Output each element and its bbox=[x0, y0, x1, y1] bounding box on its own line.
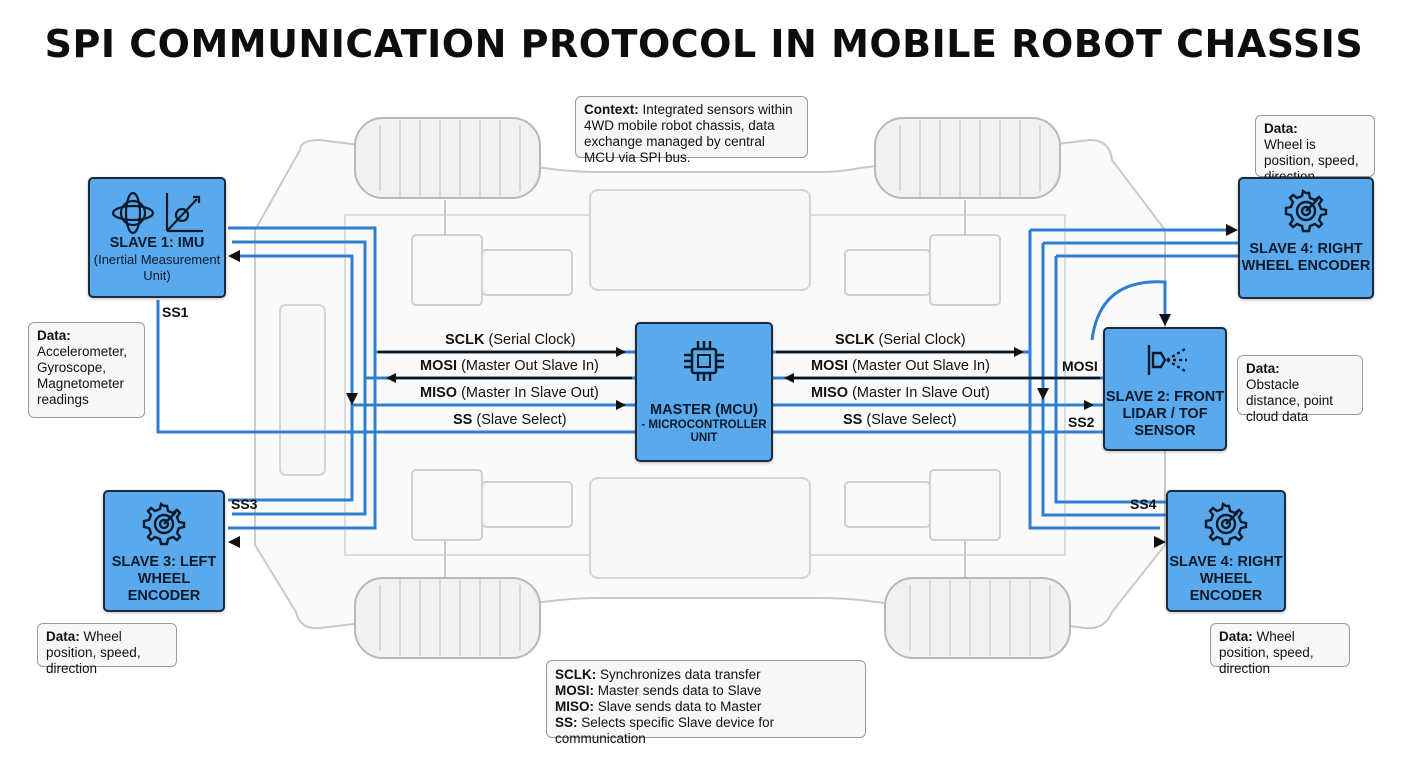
lidar-title: SLAVE 2: FRONT LIDAR / TOF SENSOR bbox=[1105, 389, 1225, 439]
left-encoder-data-label: Data: bbox=[46, 629, 80, 644]
right-encoder-top-data-text: Wheel is position, speed, direction bbox=[1264, 137, 1359, 184]
signal-legend: SCLK: Synchronizes data transfer MOSI: M… bbox=[546, 660, 866, 746]
wheel-front-right bbox=[874, 117, 1061, 199]
mosi-label-left: MOSI (Master Out Slave In) bbox=[420, 358, 599, 374]
legend-item: SCLK: Synchronizes data transfer bbox=[555, 667, 761, 682]
left-encoder-data-note: Data: Wheel position, speed, direction bbox=[37, 623, 177, 676]
legend-item: MOSI: Master sends data to Slave bbox=[555, 683, 762, 698]
gear-target-icon bbox=[1284, 189, 1328, 233]
miso-label-left: MISO (Master In Slave Out) bbox=[420, 385, 599, 401]
bus-line-right-3 bbox=[1054, 256, 1170, 504]
wheels bbox=[354, 117, 1071, 659]
sclk-label-right: SCLK (Serial Clock) bbox=[835, 332, 966, 348]
lidar-mosi-label: MOSI bbox=[1062, 358, 1098, 374]
context-label: Context: bbox=[584, 102, 639, 117]
legend-item: SS: Selects specific Slave device for co… bbox=[555, 715, 775, 746]
left-encoder-data-text: Wheel position, speed, direction bbox=[46, 629, 141, 676]
master-title: MASTER (MCU) bbox=[650, 402, 758, 418]
imu-data-note: Data: Accelerometer, Gyroscope, Magnetom… bbox=[28, 322, 145, 418]
slave-right-encoder-bottom-node[interactable]: SLAVE 4: RIGHT WHEEL ENCODER bbox=[1166, 490, 1286, 612]
lidar-data-label: Data: bbox=[1246, 361, 1280, 376]
ss1-line bbox=[156, 300, 635, 434]
ss-label-right: SS (Slave Select) bbox=[843, 412, 957, 428]
gear-target-icon bbox=[142, 502, 186, 546]
right-encoder-bottom-data-text: Wheel position, speed, direction bbox=[1219, 629, 1314, 676]
ss4-label: SS4 bbox=[1130, 496, 1157, 512]
imu-data-text: Accelerometer, Gyroscope, Magnetometer r… bbox=[37, 344, 128, 407]
right-encoder-top-title: SLAVE 4: RIGHT WHEEL ENCODER bbox=[1241, 241, 1371, 274]
lidar-data-note: Data: Obstacle distance, point cloud dat… bbox=[1237, 355, 1363, 424]
ss-label-left: SS (Slave Select) bbox=[453, 412, 567, 428]
ss1-label: SS1 bbox=[162, 304, 189, 320]
bus-arrowheads bbox=[228, 224, 1238, 548]
imu-title: SLAVE 1: IMU bbox=[109, 235, 205, 251]
imu-data-label: Data: bbox=[37, 328, 71, 343]
legend-item: MISO: Slave sends data to Master bbox=[555, 699, 762, 714]
signal-arrows bbox=[378, 347, 1100, 383]
bus-line-right-2 bbox=[1041, 243, 1170, 517]
right-encoder-top-data-label: Data: bbox=[1264, 121, 1298, 136]
bus-line-left-2 bbox=[228, 254, 354, 502]
ss2-label: SS2 bbox=[1068, 414, 1095, 430]
right-encoder-bottom-data-label: Data: bbox=[1219, 629, 1253, 644]
wheel-rear-right bbox=[884, 577, 1071, 659]
ss3-label: SS3 bbox=[231, 496, 258, 512]
lidar-data-text: Obstacle distance, point cloud data bbox=[1246, 377, 1334, 424]
master-subtitle: - MICROCONTROLLER UNIT bbox=[641, 419, 767, 444]
slave-imu-node[interactable]: SLAVE 1: IMU (Inertial Measurement Unit) bbox=[88, 177, 226, 298]
diagram-title: SPI COMMUNICATION PROTOCOL IN MOBILE ROB… bbox=[44, 22, 1364, 66]
right-encoder-bottom-data-note: Data: Wheel position, speed, direction bbox=[1210, 623, 1350, 676]
wheel-front-left bbox=[354, 117, 541, 199]
lidar-icon bbox=[1147, 345, 1187, 375]
gear-target-icon bbox=[1204, 502, 1248, 546]
bus-line-right-1 bbox=[1028, 230, 1160, 530]
imu-icon bbox=[111, 191, 203, 235]
miso-label-right: MISO (Master In Slave Out) bbox=[811, 385, 990, 401]
chip-icon bbox=[684, 341, 724, 381]
slave-right-encoder-top-node[interactable]: SLAVE 4: RIGHT WHEEL ENCODER bbox=[1238, 177, 1374, 299]
context-note: Context: Integrated sensors within 4WD m… bbox=[575, 96, 808, 165]
right-encoder-top-data-note: Data: Wheel is position, speed, directio… bbox=[1255, 115, 1375, 184]
sclk-label-left: SCLK (Serial Clock) bbox=[445, 332, 576, 348]
left-encoder-title: SLAVE 3: LEFT WHEEL ENCODER bbox=[111, 554, 217, 604]
mosi-label-right: MOSI (Master Out Slave In) bbox=[811, 358, 990, 374]
context-text: Integrated sensors within 4WD mobile rob… bbox=[584, 102, 793, 165]
slave-lidar-node[interactable]: SLAVE 2: FRONT LIDAR / TOF SENSOR bbox=[1103, 327, 1227, 451]
imu-subtitle: (Inertial Measurement Unit) bbox=[93, 252, 221, 283]
master-mcu-node[interactable]: MASTER (MCU) - MICROCONTROLLER UNIT bbox=[635, 322, 773, 462]
right-encoder-bottom-title: SLAVE 4: RIGHT WHEEL ENCODER bbox=[1169, 554, 1283, 604]
slave-left-encoder-node[interactable]: SLAVE 3: LEFT WHEEL ENCODER bbox=[103, 490, 225, 612]
wheel-rear-left bbox=[354, 577, 541, 659]
